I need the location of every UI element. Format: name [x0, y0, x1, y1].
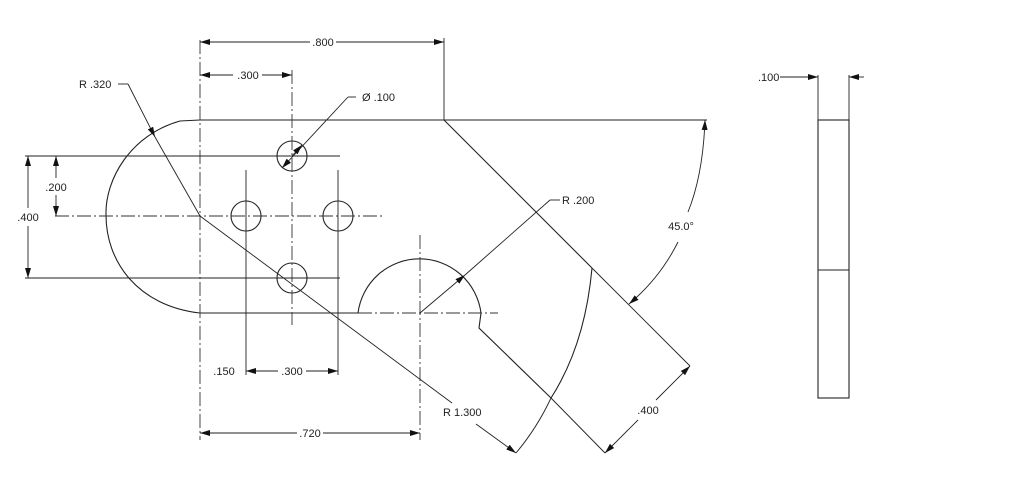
svg-text:R .320: R .320: [79, 79, 111, 91]
svg-text:Ø .100: Ø .100: [362, 92, 395, 104]
svg-text:.300: .300: [237, 70, 258, 82]
dimension-r320: R .320: [79, 79, 201, 217]
dimension-300-top: .300: [200, 70, 292, 82]
slot-arc: [357, 258, 482, 314]
part-outline: [105, 119, 593, 399]
svg-text:.150: .150: [213, 366, 234, 378]
dimension-150-300: .150 .300: [213, 366, 338, 378]
dimension-angle: 45.0°: [628, 119, 708, 305]
svg-text:R 1.300: R 1.300: [443, 407, 482, 419]
svg-text:.400: .400: [17, 212, 38, 224]
centerlines: [25, 40, 498, 440]
dimension-r1300: R 1.300: [199, 215, 517, 454]
extension-lines: [443, 38, 707, 454]
svg-text:45.0°: 45.0°: [668, 221, 694, 233]
left-arc: [105, 119, 201, 314]
svg-text:.400: .400: [637, 405, 658, 417]
side-view: .100: [758, 72, 864, 399]
dimension-200: .200: [45, 156, 67, 216]
dimension-720: .720: [200, 428, 420, 440]
svg-text:.720: .720: [299, 428, 320, 440]
svg-text:R .200: R .200: [562, 195, 594, 207]
dimension-400-arm: .400: [604, 365, 691, 454]
dimension-hole-dia: Ø .100: [281, 92, 395, 169]
dimension-r200: R .200: [419, 195, 594, 314]
dimension-thickness: .100: [758, 72, 779, 84]
svg-text:.200: .200: [45, 182, 66, 194]
dimension-800: .800: [200, 37, 444, 49]
svg-text:.300: .300: [281, 366, 302, 378]
dimension-400-vertical: .400: [17, 156, 39, 278]
svg-text:.800: .800: [312, 37, 333, 49]
